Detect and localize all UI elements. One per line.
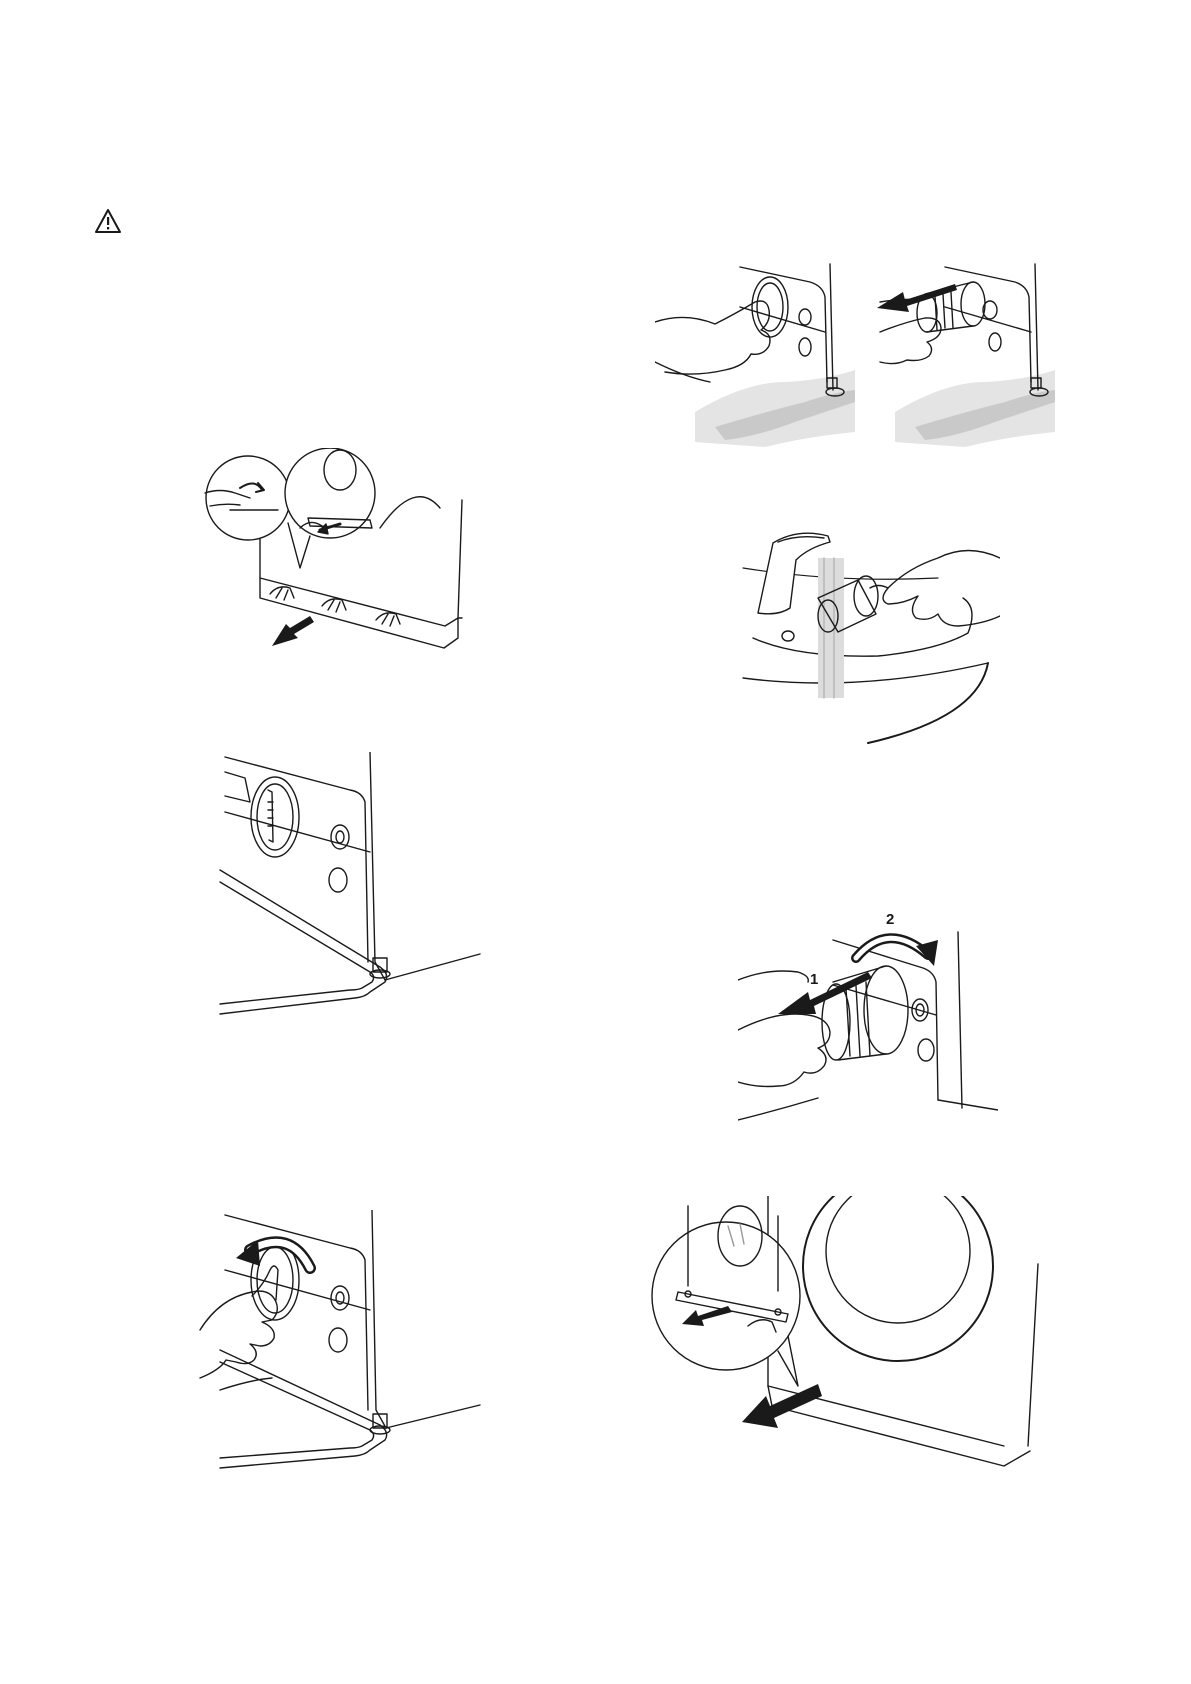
turn-filter-counterclockwise-figure <box>190 1210 490 1478</box>
open-kickplate-figure <box>200 448 470 668</box>
reinsert-filter-figure: 1 2 <box>738 910 998 1142</box>
container-under-filter-figure <box>190 752 490 1024</box>
step-label-turn-right: 2 <box>886 911 894 928</box>
pull-filter-out-figure <box>655 262 1055 452</box>
step-label-push-in: 1 <box>810 971 818 988</box>
close-kickplate-figure <box>648 1196 1040 1480</box>
rinse-filter-under-tap-figure <box>738 528 1000 748</box>
warning-triangle-icon <box>94 208 122 234</box>
